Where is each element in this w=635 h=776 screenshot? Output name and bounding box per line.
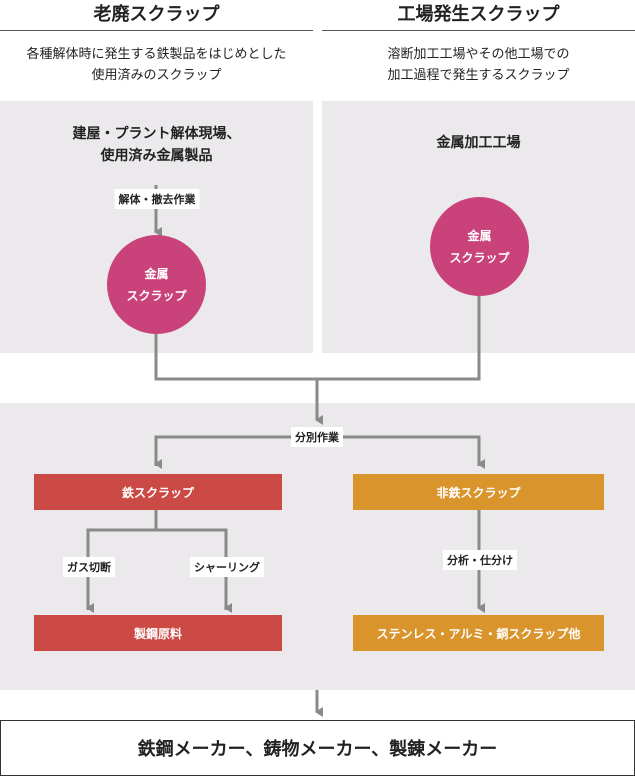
right-circle-line-1: 金属 [467, 228, 492, 243]
left-header-divider [0, 30, 313, 31]
shearing-label: シャーリング [190, 557, 264, 577]
left-panel-title-line-2: 使用済み金属製品 [100, 148, 213, 164]
iron-scrap-box: 鉄スクラップ [34, 474, 282, 510]
right-header-divider [322, 30, 635, 31]
right-description-line-1: 溶断加工工場やその他工場での [387, 47, 570, 62]
right-header: 工場発生スクラップ [397, 4, 560, 25]
left-header: 老廃スクラップ [93, 4, 220, 25]
destination-box: 鉄鋼メーカー、鋳物メーカー、製錬メーカー [0, 720, 635, 776]
left-description-line-2: 使用済みのスクラップ [91, 68, 222, 83]
left-metal-scrap-circle: 金属 スクラップ [107, 235, 206, 334]
sorting-label: 分別作業 [291, 427, 343, 447]
right-panel-title: 金属加工工場 [436, 135, 521, 151]
nonferrous-scrap-box: 非鉄スクラップ [353, 474, 604, 510]
iron-branch-right [156, 528, 228, 610]
left-circle-line-2: スクラップ [126, 288, 187, 303]
right-circle-line-2: スクラップ [449, 250, 510, 265]
gas-cutting-label: ガス切断 [63, 557, 115, 577]
steelmaking-material-box: 製鋼原料 [34, 615, 282, 651]
left-circle-line-1: 金属 [144, 266, 169, 281]
left-description: 各種解体時に発生する鉄製品をはじめとした 使用済みのスクラップ [0, 44, 313, 86]
stainless-aluminum-copper-box: ステンレス・アルミ・銅スクラップ他 [353, 615, 604, 651]
left-panel-title-line-1: 建屋・プラント解体現場、 [72, 126, 241, 142]
dismantle-step-label: 解体・撤去作業 [114, 189, 200, 209]
left-description-line-1: 各種解体時に発生する鉄製品をはじめとした [26, 47, 287, 62]
left-panel-title: 建屋・プラント解体現場、 使用済み金属製品 [0, 123, 313, 167]
merge-line [154, 295, 481, 381]
right-description: 溶断加工工場やその他工場での 加工過程で発生するスクラップ [322, 44, 635, 86]
analysis-sorting-label: 分析・仕分け [443, 550, 517, 570]
right-metal-scrap-circle: 金属 スクラップ [430, 197, 529, 296]
right-description-line-2: 加工過程で発生するスクラップ [387, 68, 570, 83]
